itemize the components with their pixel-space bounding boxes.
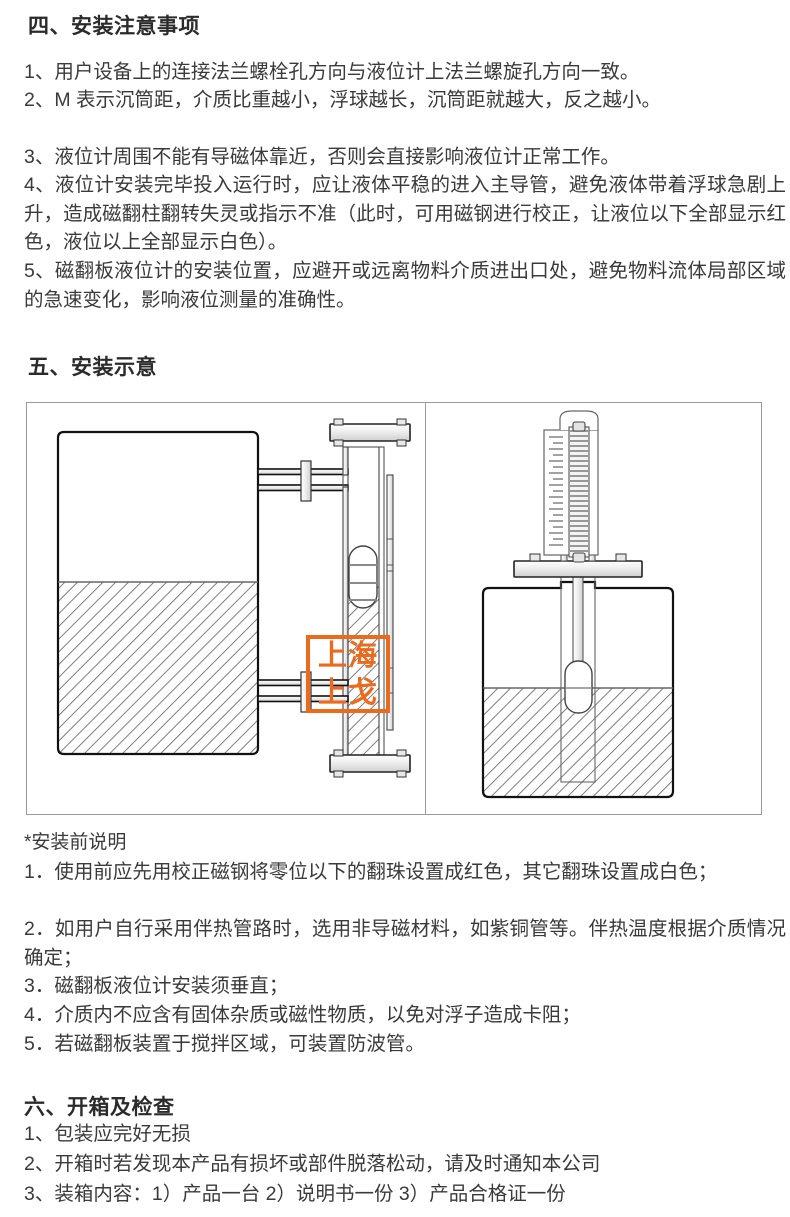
unboxing-item-1: 1、包装应完好无损	[24, 1123, 191, 1145]
guide-tube-inner-rod	[572, 574, 584, 676]
section-heading-installation-notes: 四、安装注意事项	[28, 15, 200, 38]
pre-install-item-5: 5．若磁翻板装置于搅拌区域，可装置防波管。	[24, 1033, 425, 1055]
upper-riser-a	[342, 446, 349, 476]
unboxing-item-2: 2、开箱时若发现本产品有损坏或部件脱落松动，请及时通知本公司	[24, 1153, 601, 1175]
lower-pipe-flange	[300, 671, 312, 713]
indicator-flaps	[570, 430, 588, 552]
diagram-panel-top-mounted	[426, 403, 762, 814]
section-heading-unboxing: 六、开箱及检查	[24, 1096, 175, 1119]
gauge-body-left-wall	[342, 486, 349, 756]
flap-column-cap-top	[572, 421, 586, 432]
unboxing-item-3: 3、装箱内容：1）产品一台 2）说明书一份 3）产品合格证一份	[24, 1183, 566, 1205]
gauge-float	[348, 545, 378, 609]
top-mounted-gauge-drawing	[481, 410, 675, 799]
tank-liquid-fill	[483, 688, 673, 797]
tank-liquid-fill	[58, 582, 258, 754]
pre-install-heading: *安装前说明	[24, 832, 127, 853]
top-flange-bolt-right-upper	[396, 418, 407, 426]
flap-column-cap-bottom	[572, 552, 586, 563]
pre-install-item-4: 4．介质内不应含有固体杂质或磁性物质，以免对浮子造成卡阻；	[24, 1004, 581, 1026]
upper-pipe-flange	[300, 460, 312, 502]
bottom-flange-bolt-right-upper	[396, 749, 407, 757]
installation-diagram-frame	[26, 402, 762, 815]
top-flange-bolt-left-upper	[333, 418, 344, 426]
indicator-scale-ticks	[549, 436, 563, 546]
pre-install-item-2: 2．如用户自行采用伴热管路时，选用非导磁材料，如紫铜管等。伴热温度根据介质情况确…	[24, 918, 786, 969]
bottom-flange-plate	[329, 754, 411, 773]
section-heading-installation-diagram: 五、安装示意	[28, 356, 157, 379]
diagram-panel-side-mounted	[27, 403, 425, 814]
notes-item-4: 4、液位计安装完毕投入运行时，应让液体平稳的进入主导管，避免液体带着浮球急剧上升…	[24, 174, 786, 253]
bottom-flange-bolt-left-upper	[333, 749, 344, 757]
top-flange-plate	[329, 423, 411, 442]
bottom-flange-bolt-right-lower	[396, 770, 407, 778]
gauge-indicator-strip	[386, 474, 394, 731]
notes-item-2: 2、M 表示沉筒距，介质比重越小，浮球越长，沉筒距就越大，反之越小。	[24, 89, 662, 111]
mount-flange-plate	[513, 560, 643, 578]
gauge-float	[564, 660, 593, 714]
mount-flange-bolt-left	[529, 553, 541, 562]
top-flange-bolt-left-lower	[333, 439, 344, 447]
notes-item-1: 1、用户设备上的连接法兰螺栓孔方向与液位计上法兰螺旋孔方向一致。	[24, 61, 640, 83]
top-flange-bolt-right-lower	[396, 439, 407, 447]
bottom-flange-bolt-left-lower	[333, 770, 344, 778]
notes-item-5: 5、磁翻板液位计的安装位置，应避开或远离物料介质进出口处，避免物料流体局部区域的…	[24, 260, 786, 311]
side-mounted-gauge-drawing	[56, 418, 411, 778]
tank-outline	[481, 580, 675, 799]
indicator-dome-cap	[559, 410, 599, 430]
pre-install-item-1: 1．使用前应先用校正磁钢将零位以下的翻珠设置成红色，其它翻珠设置成白色；	[24, 861, 718, 883]
tank-outline	[56, 430, 260, 756]
pre-install-item-3: 3．磁翻板液位计安装须垂直；	[24, 975, 289, 997]
notes-item-3: 3、液位计周围不能有导磁体靠近，否则会直接影响液位计正常工作。	[24, 146, 620, 168]
diagram-divider	[425, 403, 426, 814]
mount-flange-bolt-right	[615, 553, 627, 562]
